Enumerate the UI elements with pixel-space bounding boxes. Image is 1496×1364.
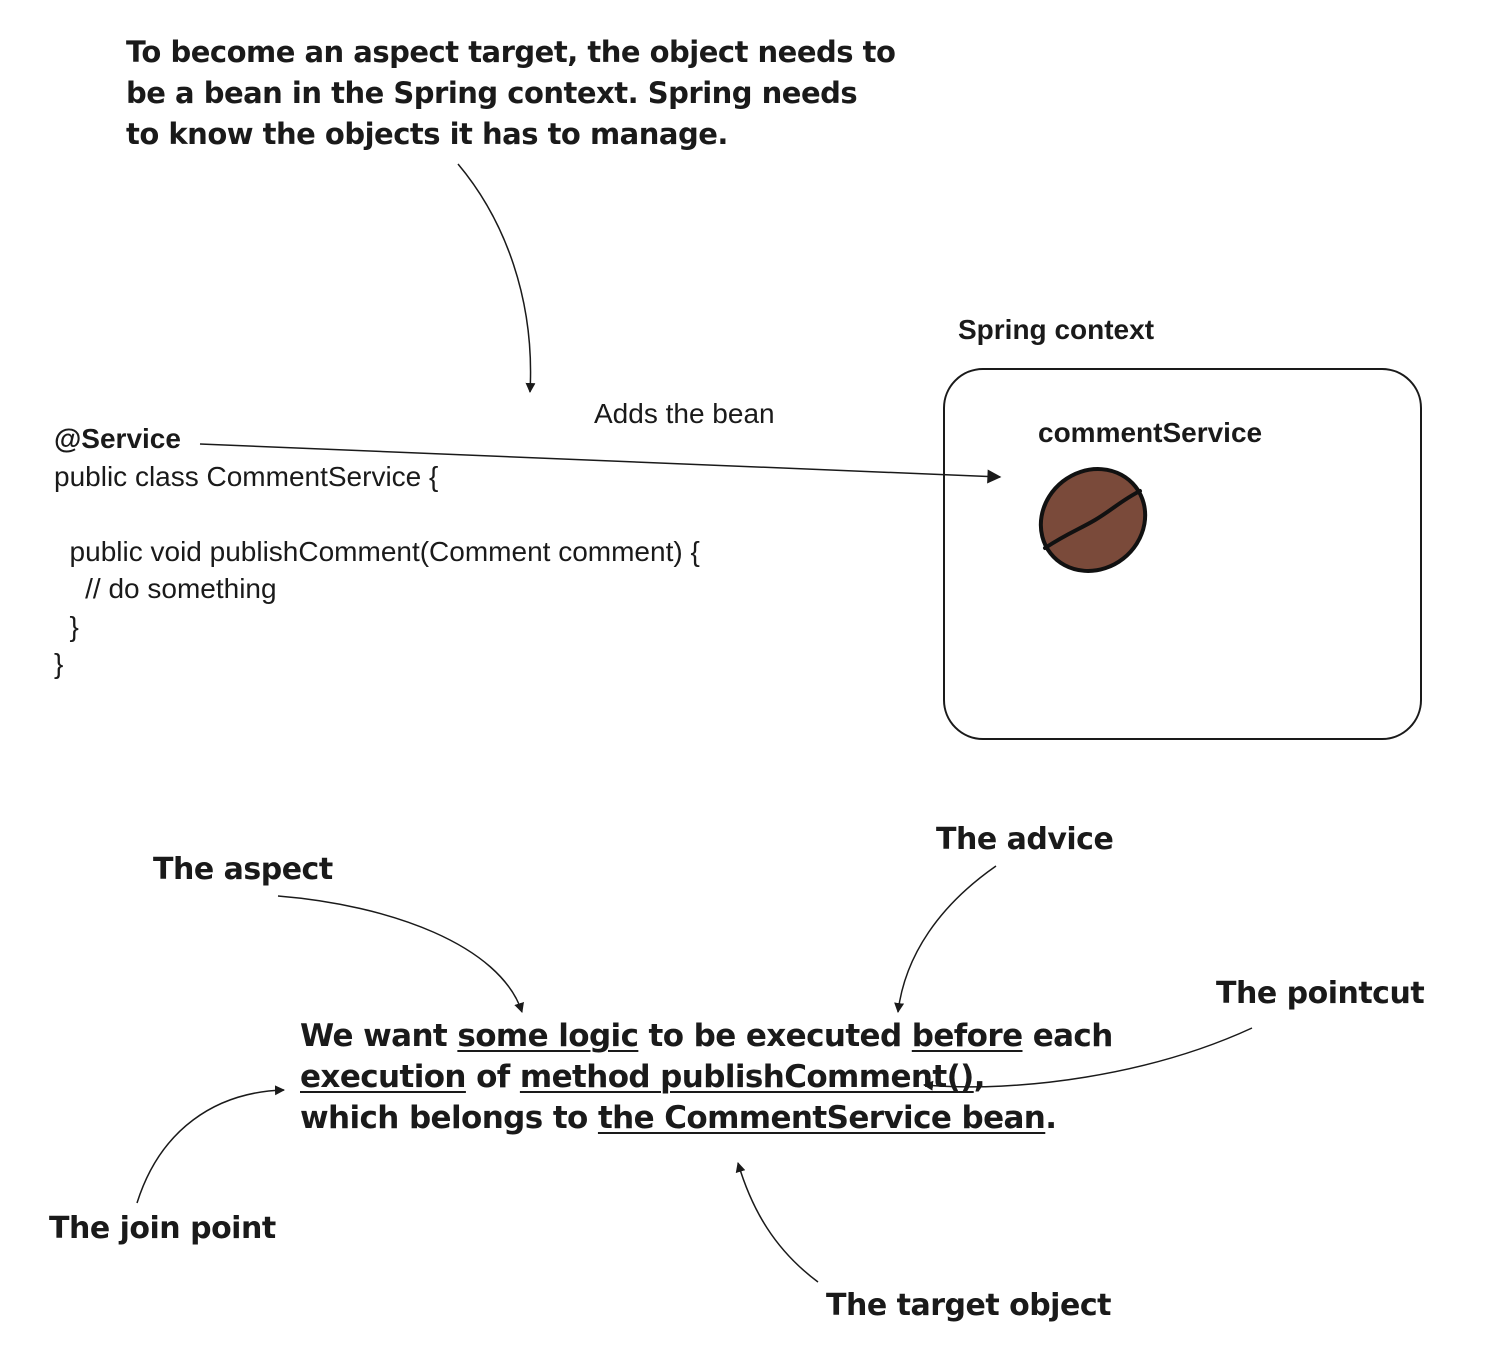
sentence-text: , [973, 1059, 986, 1095]
bean-name-label: commentService [1038, 417, 1263, 448]
adds-bean-label: Adds the bean [594, 398, 775, 429]
join-point-label: The join point [49, 1211, 276, 1246]
note-to-code-arrow [457, 163, 536, 393]
code-line-class-close: } [54, 648, 64, 679]
sentence-text: which belongs to [300, 1100, 598, 1136]
code-line-blank [54, 495, 700, 533]
join-point-arrow [136, 1085, 285, 1204]
some-logic-term: some logic [457, 1018, 639, 1054]
note-line-2: be a bean in the Spring context. Spring … [126, 76, 858, 110]
target-object-label: The target object [826, 1288, 1111, 1323]
advice-arrow [894, 865, 997, 1013]
code-line-method: public void publishComment(Comment comme… [54, 535, 700, 567]
note-line-3: to know the objects it has to manage. [126, 117, 728, 151]
spring-context-title: Spring context [958, 314, 1155, 345]
service-annotation: @Service [54, 423, 181, 454]
code-line-comment: // do something [54, 573, 277, 604]
sentence-line-3: which belongs to the CommentService bean… [300, 1098, 1113, 1139]
aspect-arrow [277, 895, 524, 1013]
target-bean-term: the CommentService bean [597, 1100, 1046, 1136]
sentence-text: to be executed [638, 1018, 912, 1054]
sentence-line-1: We want some logic to be executed before… [300, 1016, 1113, 1057]
code-listing: @Service public class CommentService { p… [54, 420, 700, 683]
aspect-label: The aspect [153, 852, 333, 887]
spring-context-box [943, 368, 1422, 740]
sentence-text: . [1045, 1100, 1057, 1136]
execution-term: execution [300, 1059, 467, 1095]
sentence-text: of [465, 1059, 520, 1095]
pointcut-label: The pointcut [1216, 976, 1425, 1011]
sentence-line-2: execution of method publishComment(), [300, 1057, 1113, 1098]
sentence-text: We want [300, 1018, 458, 1054]
before-term: before [911, 1018, 1023, 1054]
aspect-sentence: We want some logic to be executed before… [300, 1016, 1113, 1139]
note-line-1: To become an aspect target, the object n… [126, 35, 896, 69]
aspect-target-note: To become an aspect target, the object n… [126, 32, 896, 155]
sentence-text: each [1022, 1018, 1114, 1054]
code-line-method-close: } [54, 610, 79, 642]
code-line-class: public class CommentService { [54, 460, 439, 492]
advice-label: The advice [936, 822, 1114, 857]
target-object-arrow [735, 1162, 819, 1283]
method-term: method publishComment() [519, 1059, 974, 1095]
